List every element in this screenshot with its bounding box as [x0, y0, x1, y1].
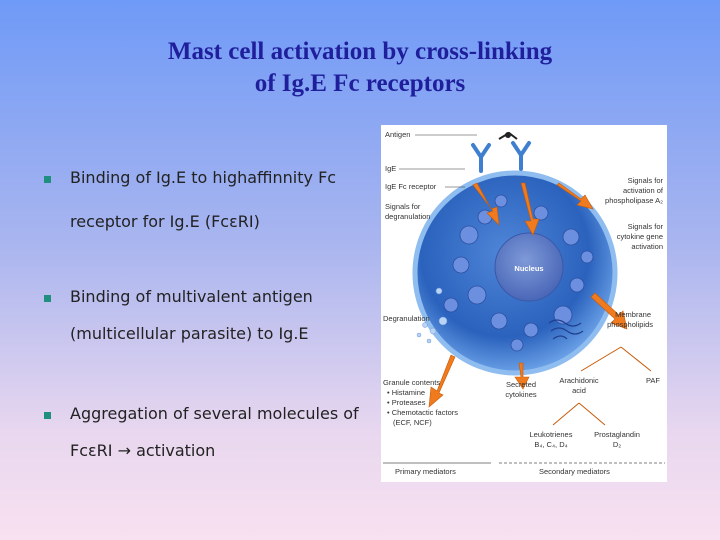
bullet-square-icon [44, 412, 51, 419]
label-secreted-2: cytokines [505, 390, 537, 399]
label-membrane-1: Membrane [615, 310, 651, 319]
label-signals-cytokine-2: cytokine gene [617, 232, 663, 241]
label-leukotrienes-2: B₄, C₄, D₄ [534, 440, 567, 449]
mast-cell-figure: Antigen IgE IgE Fc receptor Signals for … [381, 125, 667, 482]
label-secondary-mediators: Secondary mediators [539, 467, 610, 476]
label-arachidonic-2: acid [572, 386, 586, 395]
bullet-2-line-2: (multicellular parasite) to Ig.E [70, 324, 309, 343]
label-ige-fc-receptor: IgE Fc receptor [385, 182, 437, 191]
label-granule-item-1: • Histamine [387, 388, 425, 397]
signal-arrows [428, 182, 628, 408]
slide-title-line-2: of Ig.E Fc receptors [254, 70, 466, 97]
granules [443, 194, 594, 352]
slide-title: Mast cell activation by cross-linking of… [0, 36, 720, 100]
mast-cell-diagram: Antigen IgE IgE Fc receptor Signals for … [383, 130, 665, 476]
bullet-1-line-1: Binding of Ig.E to highaffinnity Fc [70, 168, 337, 187]
slide-title-line-1: Mast cell activation by cross-linking [167, 38, 553, 65]
bullet-3-line-2: FcεRI → activation [70, 441, 216, 460]
label-signals-phospholipase-2: activation of [623, 186, 664, 195]
label-granule-item-3: • Chemotactic factors [387, 408, 458, 417]
label-granule-item-4: (ECF, NCF) [393, 418, 432, 427]
label-signals-degranulation-1: Signals for [385, 202, 421, 211]
label-prostaglandin-2: D₂ [613, 440, 621, 449]
label-antigen: Antigen [385, 130, 410, 139]
label-primary-mediators: Primary mediators [395, 467, 456, 476]
released-granules [416, 287, 448, 344]
bullet-3-line-1: Aggregation of several molecules of [70, 404, 359, 423]
endoplasmic-reticulum [548, 319, 584, 340]
label-granule-contents: Granule contents [383, 378, 440, 387]
label-degranulation: Degranulation [383, 314, 430, 323]
label-signals-cytokine-3: activation [631, 242, 663, 251]
label-signals-phospholipase-1: Signals for [628, 176, 664, 185]
label-nucleus: Nucleus [514, 264, 543, 273]
nucleus-shape [494, 232, 564, 302]
label-leukotrienes-1: Leukotrienes [530, 430, 573, 439]
bullet-square-icon [44, 176, 51, 183]
label-secreted-1: Secreted [506, 380, 536, 389]
label-signals-phospholipase-3: phospholipase A₂ [605, 196, 663, 205]
label-signals-cytokine-1: Signals for [628, 222, 664, 231]
label-prostaglandin-1: Prostaglandin [594, 430, 640, 439]
ige-receptor-icon [471, 141, 531, 173]
bullet-square-icon [44, 295, 51, 302]
label-ige: IgE [385, 164, 396, 173]
label-paf: PAF [646, 376, 660, 385]
mediator-tree [552, 346, 652, 426]
label-arachidonic-1: Arachidonic [559, 376, 598, 385]
label-granule-item-2: • Proteases [387, 398, 426, 407]
label-membrane-2: phospholipids [607, 320, 653, 329]
label-signals-degranulation-2: degranulation [385, 212, 430, 221]
bullet-2-line-1: Binding of multivalent antigen [70, 287, 313, 306]
bullet-1-line-2: receptor for Ig.E (FcεRI) [70, 212, 260, 231]
